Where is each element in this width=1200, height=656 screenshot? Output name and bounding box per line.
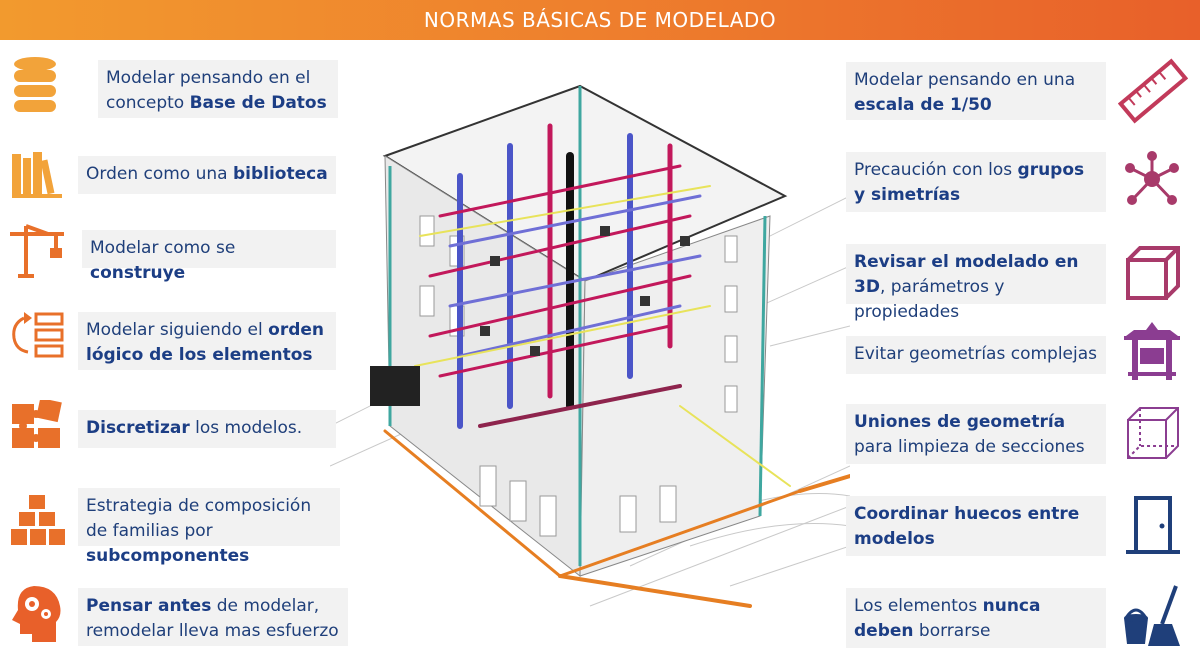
cleaning-icon [1124,585,1180,646]
left-card-1: Modelar pensando en el concepto Base de … [98,60,338,118]
door-icon [1126,496,1180,554]
right-card-3: Revisar el modelado en 3D, parámetros y … [846,244,1106,322]
cube-icon [1126,246,1180,300]
right-card-5: Uniones de geometría para limpieza de se… [846,404,1106,464]
left-card-3: Modelar como se construye [82,230,336,283]
wire-cube-icon [1127,407,1179,459]
right-card-7: Los elementos nunca deben borrarse [846,588,1106,648]
right-card-2: Precaución con los grupos y simetrías [846,152,1106,212]
right-card-1: Modelar pensando en una escala de 1/50 [846,62,1106,120]
left-card-6: Estrategia de composición de familias po… [78,488,340,566]
right-card-6: Coordinar huecos entre modelos [846,496,1106,556]
boxes-icon [10,493,66,547]
head-gears-icon [12,586,61,642]
pagoda-icon [1124,322,1180,380]
left-card-4: Modelar siguiendo el orden lógico de los… [78,312,336,370]
books-icon [12,152,62,198]
header-bar: NORMAS BÁSICAS DE MODELADO [0,0,1200,40]
crane-icon [10,224,64,278]
left-card-7: Pensar antes de modelar, remodelar lleva… [78,588,348,646]
order-list-icon [12,312,64,358]
left-card-5: Discretizar los modelos. [78,410,336,448]
ruler-icon [1118,58,1188,124]
network-icon [1125,151,1179,205]
right-card-4: Evitar geometrías complejas [846,336,1106,374]
puzzle-icon [12,400,62,448]
left-card-2: Orden como una biblioteca [78,156,336,194]
database-icon [14,57,56,112]
page-title: NORMAS BÁSICAS DE MODELADO [423,8,777,32]
building-illustration [330,84,850,608]
